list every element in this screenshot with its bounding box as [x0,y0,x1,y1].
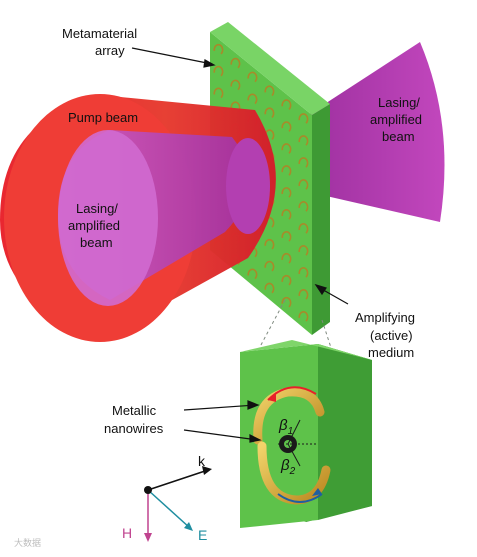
output-beam [300,42,445,222]
nanowire-lower [257,441,331,505]
split-ring [247,71,258,83]
split-ring [281,274,292,286]
label-metallic-2: nanowires [104,421,164,436]
beta2-symbol: β2 [280,457,296,477]
split-ring [230,79,241,91]
split-ring [298,201,309,212]
label-amplifying-3: medium [368,345,414,360]
split-ring [298,223,309,234]
label-axis-h: H [122,525,132,541]
split-ring [281,121,292,132]
label-metallic-1: Metallic [112,403,157,418]
label-amplifying-2: (active) [370,328,413,343]
split-ring [281,252,292,264]
split-ring [298,267,309,278]
split-ring [213,87,224,99]
label-metamaterial-line1: Metamaterial [62,26,137,41]
split-ring [281,296,292,308]
split-ring [281,99,292,110]
split-ring [247,93,258,105]
split-ring [298,289,309,300]
field-axes [144,466,212,542]
split-ring [281,165,292,176]
split-ring [213,65,224,77]
split-ring [264,282,275,294]
label-axis-e: E [198,527,207,543]
pump-beam-cone [0,94,276,342]
split-ring [281,143,292,154]
split-ring [264,238,275,250]
label-lasing-left-1: Lasing/ [76,201,118,216]
labels: Metamaterial array Pump beam Lasing/ amp… [14,26,422,548]
label-lasing-right-3: beam [382,129,415,144]
leader-arrows [131,47,349,443]
label-lasing-right-2: amplified [370,112,422,127]
split-ring [298,157,309,168]
split-ring [281,209,292,220]
label-lasing-right-1: Lasing/ [378,95,420,110]
watermark-text: 大数据 [14,537,41,548]
label-pump-beam: Pump beam [68,110,138,125]
split-ring [281,187,292,198]
split-ring [213,43,224,55]
split-ring [298,311,309,322]
split-ring [298,179,309,190]
beta1-symbol: β1 [278,417,293,437]
split-ring [264,107,275,119]
label-axis-k: k [198,453,206,469]
label-lasing-left-3: beam [80,235,113,250]
split-ring [264,85,275,97]
split-ring [281,231,292,242]
split-ring [298,135,309,146]
nanowire-upper [253,387,325,445]
label-metamaterial-line2: array [95,43,125,58]
label-amplifying-1: Amplifying [355,310,415,325]
split-ring [298,113,309,124]
split-ring [230,57,241,69]
split-ring [264,260,275,272]
unit-cell-block: β1 β2 [240,340,372,528]
label-lasing-left-2: amplified [68,218,120,233]
split-ring [247,268,258,280]
split-ring [298,245,309,256]
